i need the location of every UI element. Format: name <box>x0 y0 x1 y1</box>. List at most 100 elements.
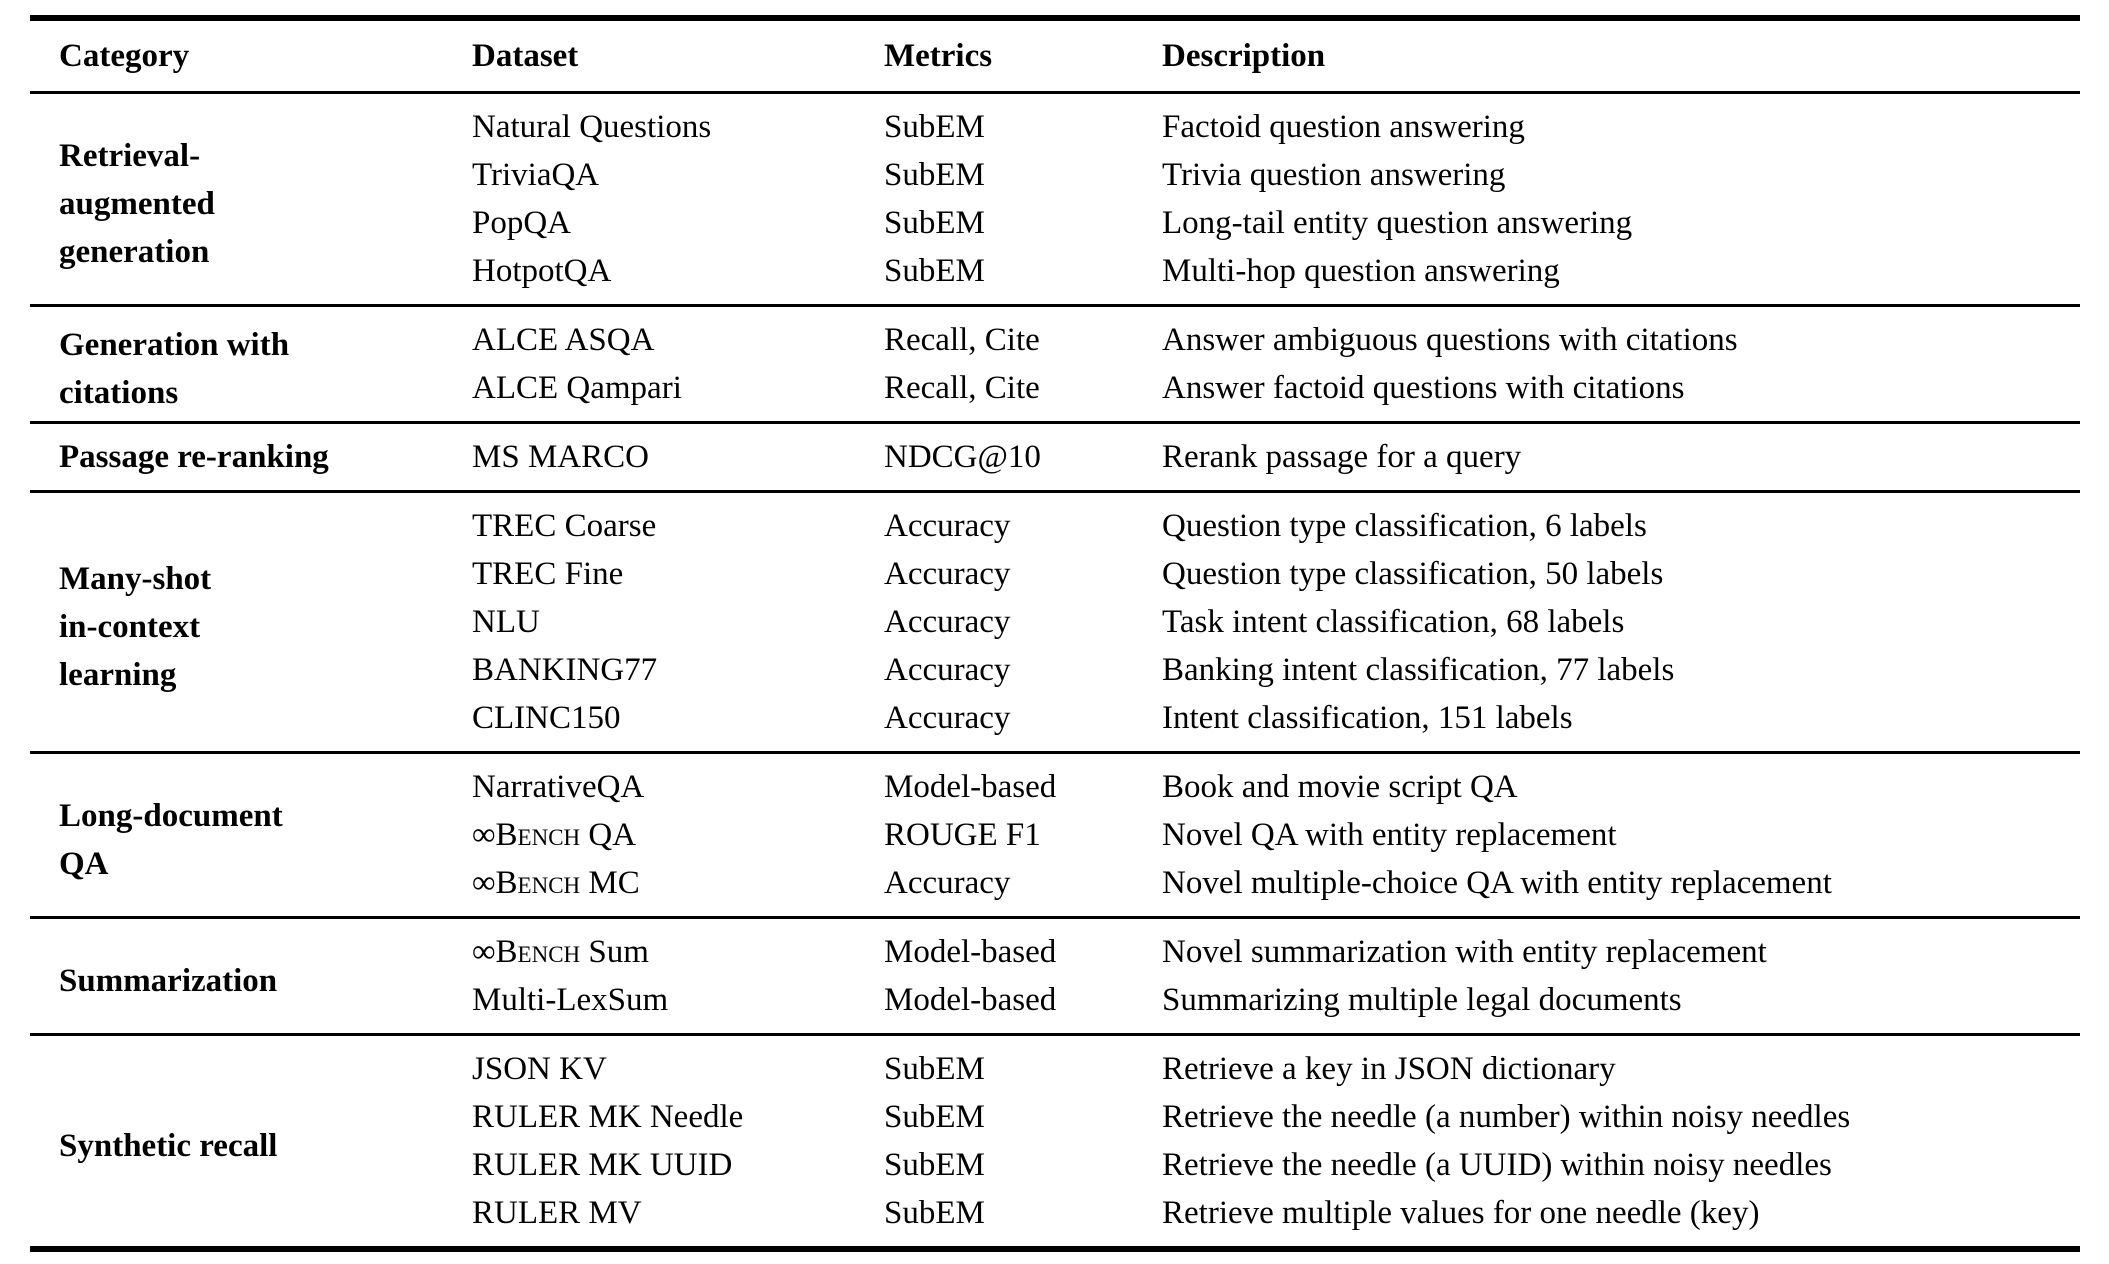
table-row: RULER MV SubEM Retrieve multiple values … <box>30 1189 2080 1249</box>
dataset-smallcaps: ∞Bench <box>472 934 581 970</box>
dataset-cell: BANKING77 <box>472 652 658 688</box>
table-row: PopQA SubEM Long-tail entity question an… <box>30 199 2080 247</box>
section-generation-with-citations: Generation with citations ALCE ASQA Reca… <box>30 306 2080 423</box>
description-cell: Question type classification, 50 labels <box>1162 556 1664 592</box>
dataset-cell: MS MARCO <box>472 439 649 475</box>
table-row: Passage re-ranking MS MARCO NDCG@10 Rera… <box>30 423 2080 492</box>
description-cell: Long-tail entity question answering <box>1162 205 1633 241</box>
dataset-cell: ALCE Qampari <box>472 370 682 406</box>
metrics-cell: Accuracy <box>884 604 1011 640</box>
table-row: RULER MK UUID SubEM Retrieve the needle … <box>30 1141 2080 1189</box>
table-row: Many-shot in-context learning TREC Coars… <box>30 492 2080 693</box>
dataset-cell: PopQA <box>472 205 572 241</box>
dataset-cell: RULER MK Needle <box>472 1099 744 1135</box>
dataset-smallcaps: ∞Bench <box>472 817 581 853</box>
dataset-cell: HotpotQA <box>472 253 612 289</box>
description-cell: Multi-hop question answering <box>1162 253 1560 289</box>
dataset-cell: ∞Bench QA <box>472 811 884 859</box>
category-cell: Many-shot in-context learning <box>59 560 212 693</box>
description-cell: Answer ambiguous questions with citation… <box>1162 322 1738 358</box>
col-header-metrics: Metrics <box>884 38 993 74</box>
dataset-cell: NarrativeQA <box>472 769 645 805</box>
dataset-suffix: MC <box>580 865 640 901</box>
metrics-cell: Accuracy <box>884 865 1011 901</box>
table-row: ALCE Qampari Recall, Cite Answer factoid… <box>30 364 2080 423</box>
table-row: Long-document QA NarrativeQA Model-based… <box>30 753 2080 882</box>
metrics-cell: SubEM <box>884 1195 985 1231</box>
description-cell: Retrieve the needle (a UUID) within nois… <box>1162 1147 1832 1183</box>
description-cell: Retrieve multiple values for one needle … <box>1162 1195 1760 1231</box>
section-passage-re-ranking: Passage re-ranking MS MARCO NDCG@10 Rera… <box>30 423 2080 492</box>
dataset-cell: TREC Coarse <box>472 508 657 544</box>
description-cell: Novel multiple-choice QA with entity rep… <box>1162 865 1832 901</box>
col-header-description: Description <box>1162 38 1326 74</box>
section-retrieval-augmented-generation: Retrieval- augmented generation Natural … <box>30 93 2080 306</box>
table-header: Category Dataset Metrics Description <box>30 18 2080 93</box>
table-row: CLINC150 Accuracy Intent classification,… <box>30 694 2080 753</box>
metrics-cell: Model-based <box>884 982 1057 1018</box>
category-cell: Long-document QA <box>59 797 283 882</box>
description-cell: Intent classification, 151 labels <box>1162 700 1573 736</box>
description-cell: Banking intent classification, 77 labels <box>1162 652 1675 688</box>
dataset-cell: Multi-LexSum <box>472 982 669 1018</box>
category-cell: Passage re-ranking <box>59 439 329 475</box>
dataset-smallcaps: ∞Bench <box>472 865 581 901</box>
section-long-document-qa: Long-document QA NarrativeQA Model-based… <box>30 753 2080 918</box>
dataset-cell: ALCE ASQA <box>472 322 655 358</box>
dataset-cell: RULER MK UUID <box>472 1147 733 1183</box>
dataset-cell: ∞Bench MC <box>472 859 884 918</box>
dataset-cell: NLU <box>472 604 540 640</box>
dataset-suffix: QA <box>580 817 637 853</box>
dataset-cell: TREC Fine <box>472 556 624 592</box>
metrics-cell: ROUGE F1 <box>884 817 1041 853</box>
dataset-cell: CLINC150 <box>472 700 621 736</box>
category-cell: Summarization <box>59 962 278 999</box>
table-row: HotpotQA SubEM Multi-hop question answer… <box>30 247 2080 306</box>
metrics-cell: Accuracy <box>884 556 1011 592</box>
dataset-cell: RULER MV <box>472 1195 642 1231</box>
metrics-cell: SubEM <box>884 253 985 289</box>
table-row: ∞Bench MC Accuracy Novel multiple-choice… <box>30 859 2080 918</box>
section-summarization: Summarization ∞Bench Sum Model-based Nov… <box>30 918 2080 1035</box>
table-row: TREC Fine Accuracy Question type classif… <box>30 550 2080 598</box>
metrics-cell: NDCG@10 <box>884 439 1041 475</box>
section-synthetic-recall: Synthetic recall JSON KV SubEM Retrieve … <box>30 1035 2080 1249</box>
dataset-cell: Natural Questions <box>472 109 712 145</box>
table-row: RULER MK Needle SubEM Retrieve the needl… <box>30 1093 2080 1141</box>
col-header-dataset: Dataset <box>472 38 579 74</box>
description-cell: Summarizing multiple legal documents <box>1162 982 1682 1018</box>
description-cell: Task intent classification, 68 labels <box>1162 604 1625 640</box>
category-cell: Synthetic recall <box>59 1127 278 1164</box>
table-row: TriviaQA SubEM Trivia question answering <box>30 151 2080 199</box>
metrics-cell: Recall, Cite <box>884 370 1040 406</box>
description-cell: Novel QA with entity replacement <box>1162 817 1617 853</box>
metrics-cell: SubEM <box>884 205 985 241</box>
metrics-cell: SubEM <box>884 109 985 145</box>
metrics-cell: SubEM <box>884 1051 985 1087</box>
description-cell: Question type classification, 6 labels <box>1162 508 1647 544</box>
dataset-cell: ∞Bench Sum <box>472 918 884 977</box>
description-cell: Factoid question answering <box>1162 109 1525 145</box>
table-row: Generation with citations ALCE ASQA Reca… <box>30 306 2080 411</box>
benchmark-table: Category Dataset Metrics Description Ret… <box>30 15 2080 1252</box>
table-row: Summarization ∞Bench Sum Model-based Nov… <box>30 918 2080 999</box>
metrics-cell: SubEM <box>884 157 985 193</box>
description-cell: Trivia question answering <box>1162 157 1506 193</box>
metrics-cell: Recall, Cite <box>884 322 1040 358</box>
category-cell: Retrieval- augmented generation <box>59 137 215 270</box>
col-header-category: Category <box>59 38 190 74</box>
description-cell: Book and movie script QA <box>1162 769 1518 805</box>
metrics-cell: Model-based <box>884 934 1057 970</box>
metrics-cell: SubEM <box>884 1147 985 1183</box>
dataset-suffix: Sum <box>580 934 649 970</box>
table-row: Synthetic recall JSON KV SubEM Retrieve … <box>30 1035 2080 1164</box>
description-cell: Retrieve a key in JSON dictionary <box>1162 1051 1616 1087</box>
table-row: ∞Bench QA ROUGE F1 Novel QA with entity … <box>30 811 2080 859</box>
table-row: BANKING77 Accuracy Banking intent classi… <box>30 646 2080 694</box>
table-row: Multi-LexSum Model-based Summarizing mul… <box>30 976 2080 1035</box>
description-cell: Rerank passage for a query <box>1162 439 1522 475</box>
description-cell: Answer factoid questions with citations <box>1162 370 1685 406</box>
metrics-cell: Accuracy <box>884 652 1011 688</box>
metrics-cell: Model-based <box>884 769 1057 805</box>
